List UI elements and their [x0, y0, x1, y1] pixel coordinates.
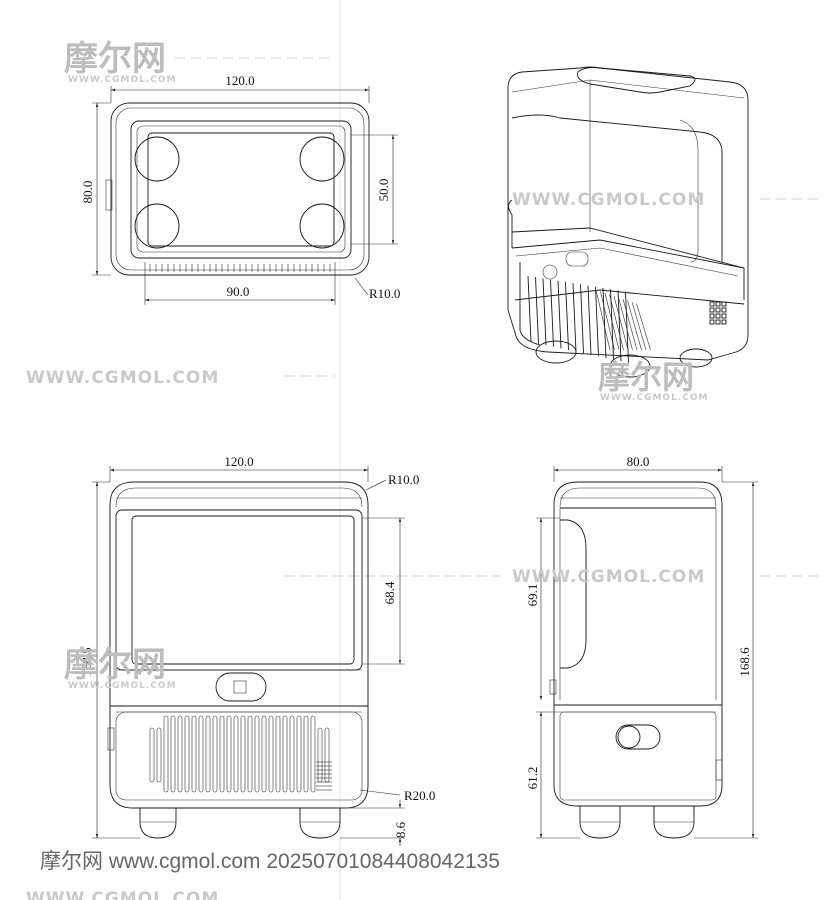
- vent-slot: [617, 290, 622, 362]
- top-radius-label: R10.0: [369, 286, 400, 301]
- vent-slot: [163, 715, 169, 793]
- top-inner-depth-label: 50.0: [376, 179, 391, 202]
- vent-hole: [721, 307, 727, 313]
- vent-slot: [613, 295, 629, 351]
- watermark-url-small-top: WWW.CGMOL.COM: [68, 75, 176, 85]
- vent-slot: [156, 727, 162, 783]
- vent-slot: [198, 715, 204, 793]
- vent-slot: [595, 286, 599, 357]
- vent-slot: [296, 715, 302, 793]
- iso-vent-grille: [527, 275, 651, 363]
- vent-slot: [627, 300, 642, 351]
- vent-slot: [282, 715, 288, 793]
- vent-hole: [721, 313, 727, 319]
- vent-slot: [170, 715, 176, 793]
- vent-slot: [261, 715, 267, 793]
- vent-slot: [625, 291, 629, 363]
- top-inner-width-label: 90.0: [227, 284, 250, 299]
- vent-slot: [550, 279, 554, 347]
- vent-slot: [149, 727, 155, 783]
- vent-slot: [602, 287, 607, 359]
- vent-slot: [542, 278, 547, 346]
- front-feet-label: 8.6: [393, 821, 408, 838]
- side-view-dimensions: [539, 468, 755, 838]
- watermark-logo-iso: 摩尔网: [598, 358, 694, 396]
- vent-slot: [275, 715, 281, 793]
- vent-slot: [247, 715, 253, 793]
- watermark-url-small-front: WWW.CGMOL.COM: [68, 681, 176, 691]
- front-width-label: 120.0: [224, 454, 253, 469]
- front-radius-top-label: R10.0: [388, 472, 419, 487]
- vent-hole: [715, 307, 721, 313]
- vent-slot: [604, 292, 620, 351]
- front-window-height-label: 68.4: [382, 581, 397, 604]
- vent-slot: [289, 715, 295, 793]
- vent-slot: [212, 715, 218, 793]
- watermark-url-small-iso: WWW.CGMOL.COM: [600, 393, 708, 403]
- side-width-label: 80.0: [627, 454, 650, 469]
- side-lower-height-label: 61.2: [525, 767, 540, 790]
- watermark-url-bottom: WWW.CGMOL.COM: [26, 889, 219, 900]
- top-vent-slots: [149, 264, 331, 272]
- guide-lines: [175, 0, 823, 900]
- vent-slot: [254, 715, 260, 793]
- vent-slot: [572, 283, 577, 352]
- vent-slot: [609, 294, 624, 351]
- front-view: [92, 466, 405, 839]
- vent-hole: [721, 301, 727, 307]
- vent-slot: [565, 281, 569, 351]
- vent-hole: [715, 301, 721, 307]
- front-vent-grille: [149, 715, 332, 793]
- vent-slot: [184, 715, 190, 793]
- vent-slot: [233, 715, 239, 793]
- vent-hole: [721, 319, 727, 325]
- vent-slot: [631, 301, 647, 351]
- vent-slot: [595, 289, 611, 351]
- side-upper-height-label: 69.1: [525, 584, 540, 607]
- vent-slot: [226, 715, 232, 793]
- iso-side-vents: [709, 301, 727, 325]
- vent-hole: [709, 307, 715, 313]
- vent-slot: [205, 715, 211, 793]
- footer-caption: 摩尔网 www.cgmol.com 20250701084408042135: [40, 850, 500, 873]
- watermarks: 摩尔网 WWW.CGMOL.COM WWW.CGMOL.COM WWW.CGMO…: [26, 39, 708, 900]
- vent-slot: [535, 277, 539, 344]
- vent-hole: [709, 319, 715, 325]
- vent-hole: [715, 319, 721, 325]
- front-view-dimensions: [95, 468, 402, 846]
- vent-slot: [191, 715, 197, 793]
- vent-slot: [636, 303, 651, 351]
- vent-slot: [557, 280, 562, 349]
- vent-slot: [310, 715, 316, 793]
- vent-slot: [618, 297, 633, 351]
- vent-slot: [240, 715, 246, 793]
- vent-slot: [268, 715, 274, 793]
- isometric-view: [507, 66, 749, 378]
- watermark-url-iso: WWW.CGMOL.COM: [512, 190, 705, 210]
- top-view-dimensions: [95, 88, 395, 302]
- vent-hole: [709, 313, 715, 319]
- vent-hole: [715, 313, 721, 319]
- vent-slot: [177, 715, 183, 793]
- top-depth-label: 80.0: [80, 181, 95, 204]
- vent-slot: [600, 291, 615, 351]
- vent-hole: [709, 301, 715, 307]
- vent-slot: [622, 298, 638, 351]
- watermark-logo-top: 摩尔网: [64, 39, 166, 79]
- vent-slot: [587, 285, 592, 355]
- vent-slot: [219, 715, 225, 793]
- side-view: [536, 466, 758, 839]
- watermark-url-left: WWW.CGMOL.COM: [26, 368, 219, 388]
- vent-slot: [580, 284, 584, 354]
- top-width-label: 120.0: [225, 73, 254, 88]
- watermark-logo-front: 摩尔网: [64, 645, 166, 685]
- vent-slot: [303, 715, 309, 793]
- vent-slot: [527, 275, 532, 343]
- front-radius-bottom-label: R20.0: [404, 788, 435, 803]
- side-total-height-label: 168.6: [737, 647, 752, 677]
- front-total-height-label: 168.5: [79, 647, 94, 676]
- top-view: [92, 86, 398, 305]
- watermark-url-side: WWW.CGMOL.COM: [512, 567, 705, 587]
